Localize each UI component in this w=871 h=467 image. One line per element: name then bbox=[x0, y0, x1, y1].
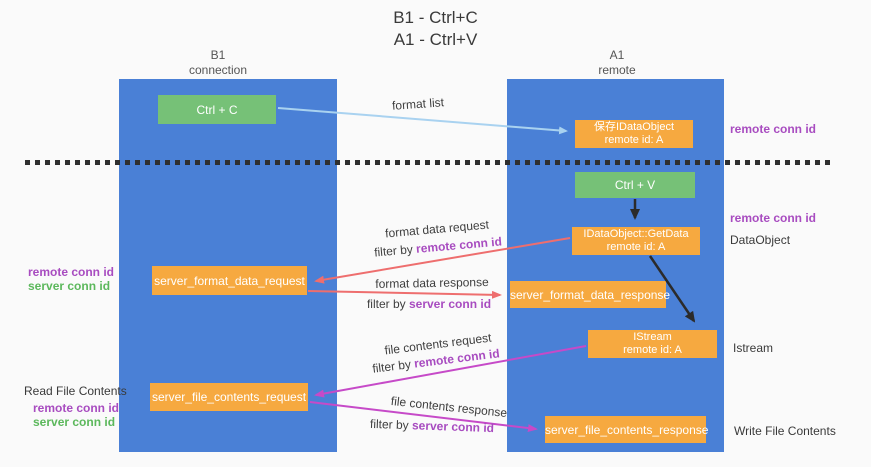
label-format-list: format list bbox=[391, 95, 445, 113]
annotation-remote-conn-id-mid: remote conn id bbox=[730, 211, 817, 225]
filter-by-text: filter by bbox=[366, 297, 409, 311]
lane-a1-name: A1 bbox=[609, 48, 625, 62]
node-istream-line1: IStream bbox=[633, 331, 672, 343]
annotation-remote-conn-id-top: remote conn id bbox=[730, 122, 817, 136]
node-getdata-line2: remote id: A bbox=[606, 241, 666, 253]
title-line-2: A1 - Ctrl+V bbox=[393, 30, 478, 49]
diagram-title: B1 - Ctrl+C A1 - Ctrl+V bbox=[0, 7, 871, 51]
node-ctrl-c-label: Ctrl + C bbox=[196, 102, 238, 117]
lane-a1-subtitle: remote bbox=[598, 63, 636, 77]
lane-b1-subtitle: connection bbox=[188, 63, 248, 77]
node-server-format-data-response-label: server_format_data_response bbox=[510, 287, 671, 302]
node-server-format-data-request: server_format_data_request bbox=[152, 266, 307, 295]
filter-by-text: filter by bbox=[373, 241, 417, 260]
remote-conn-id-text: remote conn id bbox=[28, 265, 115, 279]
node-server-file-contents-response-label: server_file_contents_response bbox=[545, 422, 709, 437]
node-server-format-data-request-label: server_format_data_request bbox=[154, 273, 305, 288]
annotation-dataobject: DataObject bbox=[730, 233, 791, 247]
node-getdata-line1: IDataObject::GetData bbox=[583, 228, 689, 240]
label-filter-by-server-1: filter by server conn id bbox=[367, 297, 491, 311]
node-ctrl-v: Ctrl + V bbox=[575, 172, 695, 198]
node-idataobject-getdata: IDataObject::GetData remote id: A bbox=[572, 227, 700, 255]
title-line-1: B1 - Ctrl+C bbox=[393, 8, 478, 27]
server-conn-id-text: server conn id bbox=[408, 297, 492, 311]
annotation-conn-ids-bottom: remote conn id server conn id bbox=[33, 401, 119, 429]
remote-conn-id-text: remote conn id bbox=[33, 401, 120, 415]
node-istream-line2: remote id: A bbox=[623, 344, 682, 356]
node-server-file-contents-response: server_file_contents_response bbox=[545, 416, 709, 443]
node-save-idataobject-line2: remote id: A bbox=[604, 134, 664, 146]
server-conn-id-text: server conn id bbox=[411, 418, 495, 436]
annotation-read-file-contents: Read File Contents bbox=[24, 384, 127, 398]
node-server-format-data-response: server_format_data_response bbox=[510, 281, 671, 308]
node-save-idataobject-line1: 保存IDataObject bbox=[593, 121, 675, 133]
session-separator-dashed-line bbox=[25, 160, 833, 165]
label-format-data-response: format data response bbox=[375, 275, 489, 291]
annotation-istream: Istream bbox=[733, 341, 774, 355]
node-ctrl-c: Ctrl + C bbox=[158, 95, 276, 124]
filter-by-text: filter by bbox=[369, 416, 413, 433]
node-istream: IStream remote id: A bbox=[588, 330, 717, 358]
lane-label-a1: A1 remote bbox=[598, 48, 635, 78]
node-save-idataobject: 保存IDataObject remote id: A bbox=[575, 120, 693, 148]
node-ctrl-v-label: Ctrl + V bbox=[614, 178, 656, 192]
lane-label-b1: B1 connection bbox=[189, 48, 247, 78]
server-conn-id-text: server conn id bbox=[33, 415, 116, 429]
node-server-file-contents-request: server_file_contents_request bbox=[150, 383, 308, 411]
annotation-conn-ids-top: remote conn id server conn id bbox=[28, 265, 114, 293]
label-file-contents-response: file contents response bbox=[390, 393, 508, 421]
lane-b1-name: B1 bbox=[210, 48, 226, 62]
remote-conn-id-text: remote conn id bbox=[415, 234, 503, 256]
annotation-write-file-contents: Write File Contents bbox=[734, 424, 836, 438]
server-conn-id-text: server conn id bbox=[28, 279, 111, 293]
label-filter-by-server-2: filter by server conn id bbox=[370, 417, 494, 435]
filter-by-text: filter by bbox=[371, 356, 416, 376]
node-server-file-contents-request-label: server_file_contents_request bbox=[151, 390, 307, 404]
